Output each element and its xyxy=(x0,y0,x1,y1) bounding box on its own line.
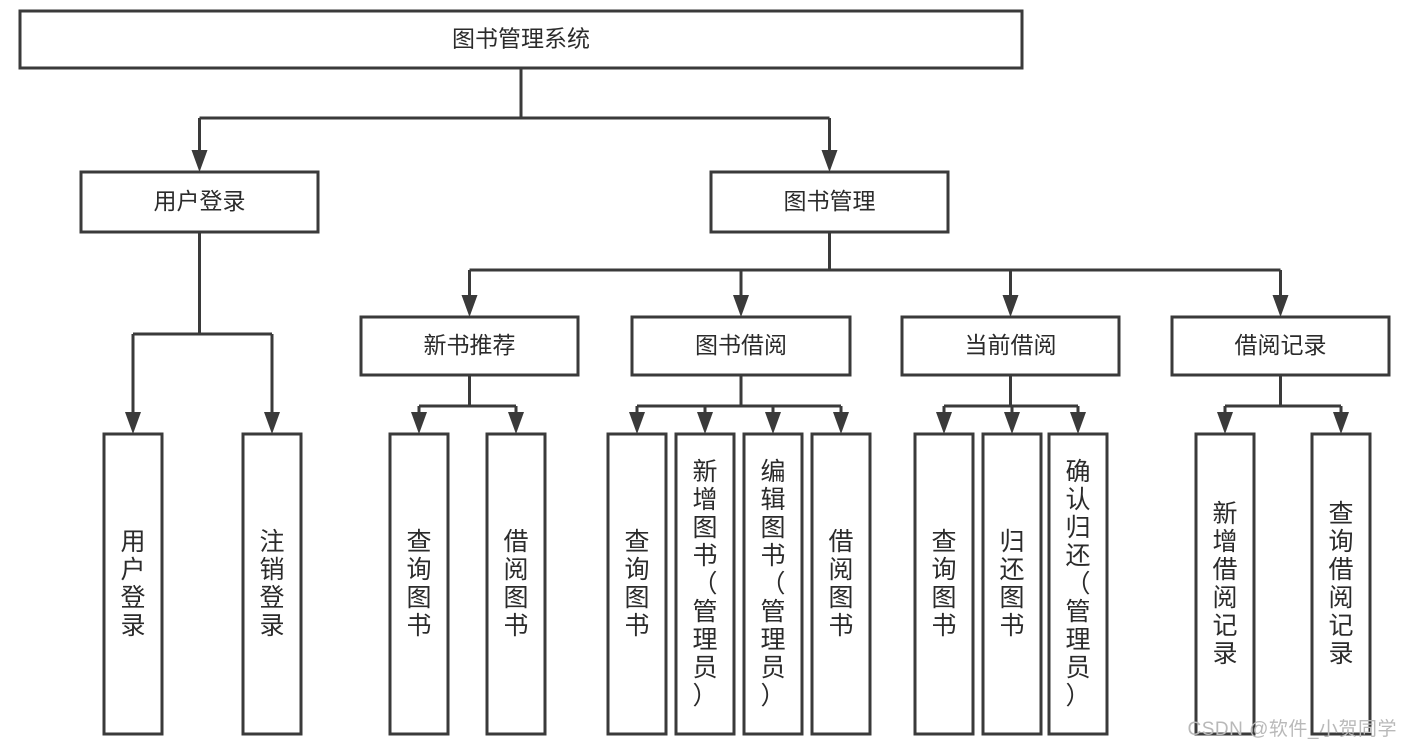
arrow-head-icon xyxy=(125,412,141,434)
node-label: 查询借阅记录 xyxy=(1328,500,1353,668)
node-current-borrow[interactable]: 当前借阅 xyxy=(900,315,1121,377)
node-label: 确认归还（管理员） xyxy=(1065,458,1090,710)
node-box[interactable] xyxy=(981,432,1043,736)
node-label: 查询图书 xyxy=(406,528,431,640)
node-box[interactable] xyxy=(388,432,450,736)
node-label: 归还图书 xyxy=(999,528,1024,640)
node-user-login[interactable]: 用户登录 xyxy=(79,170,320,234)
node-box[interactable] xyxy=(709,170,950,234)
node-leaf-query-book-2[interactable]: 查询图书 xyxy=(606,432,668,736)
node-box[interactable] xyxy=(359,315,580,377)
arrow-head-icon xyxy=(508,412,524,434)
node-leaf-return-book[interactable]: 归还图书 xyxy=(981,432,1043,736)
connector-group xyxy=(1217,375,1349,434)
connector-group xyxy=(411,375,524,434)
arrow-head-icon xyxy=(1217,412,1233,434)
arrow-head-icon xyxy=(733,295,749,317)
edges-layer xyxy=(125,68,1349,434)
node-new-book-recommend[interactable]: 新书推荐 xyxy=(359,315,580,377)
watermark-label: CSDN @软件_小贺同学 xyxy=(1187,719,1397,740)
node-box[interactable] xyxy=(900,315,1121,377)
node-leaf-edit-book[interactable]: 编辑图书（管理员） xyxy=(742,432,804,736)
node-label: 借阅记录 xyxy=(1235,332,1327,358)
connector-group xyxy=(936,375,1086,434)
node-label: 用户登录 xyxy=(154,188,246,214)
connector-group xyxy=(461,232,1289,317)
node-label: 图书借阅 xyxy=(695,332,787,358)
node-leaf-add-book[interactable]: 新增图书（管理员） xyxy=(674,432,736,736)
node-box[interactable] xyxy=(1194,432,1256,736)
arrow-head-icon xyxy=(461,295,478,317)
node-box[interactable] xyxy=(742,432,804,736)
node-book-manage[interactable]: 图书管理 xyxy=(709,170,950,234)
node-leaf-user-login[interactable]: 用户登录 xyxy=(102,432,164,736)
nodes-layer: 图书管理系统用户登录图书管理新书推荐图书借阅当前借阅借阅记录用户登录注销登录查询… xyxy=(18,9,1391,736)
node-box[interactable] xyxy=(1170,315,1391,377)
node-leaf-borrow-book-2[interactable]: 借阅图书 xyxy=(810,432,872,736)
node-box[interactable] xyxy=(810,432,872,736)
node-box[interactable] xyxy=(1310,432,1372,736)
connector-group xyxy=(629,375,849,434)
node-leaf-confirm-return[interactable]: 确认归还（管理员） xyxy=(1047,432,1109,736)
arrow-head-icon xyxy=(1070,412,1086,434)
node-leaf-add-borrow-record[interactable]: 新增借阅记录 xyxy=(1194,432,1256,736)
arrow-head-icon xyxy=(629,412,645,434)
arrow-head-icon xyxy=(1333,412,1349,434)
arrow-head-icon xyxy=(821,150,838,172)
node-book-borrow[interactable]: 图书借阅 xyxy=(630,315,852,377)
node-label: 新增借阅记录 xyxy=(1212,500,1237,668)
arrow-head-icon xyxy=(264,412,280,434)
node-label: 用户登录 xyxy=(120,528,145,640)
node-label: 借阅图书 xyxy=(503,528,528,640)
arrow-head-icon xyxy=(765,412,781,434)
node-label: 借阅图书 xyxy=(828,528,853,640)
node-borrow-record[interactable]: 借阅记录 xyxy=(1170,315,1391,377)
node-box[interactable] xyxy=(102,432,164,736)
node-root[interactable]: 图书管理系统 xyxy=(18,9,1024,70)
node-leaf-query-borrow-record[interactable]: 查询借阅记录 xyxy=(1310,432,1372,736)
arrow-head-icon xyxy=(833,412,849,434)
arrow-head-icon xyxy=(697,412,713,434)
node-label: 当前借阅 xyxy=(965,332,1057,358)
node-label: 新增图书（管理员） xyxy=(692,458,717,710)
node-label: 注销登录 xyxy=(259,528,284,640)
node-label: 查询图书 xyxy=(931,528,956,640)
arrow-head-icon xyxy=(411,412,427,434)
node-box[interactable] xyxy=(913,432,975,736)
node-leaf-query-book-3[interactable]: 查询图书 xyxy=(913,432,975,736)
node-label: 编辑图书（管理员） xyxy=(760,458,785,710)
node-label: 图书管理 xyxy=(784,188,876,214)
node-leaf-query-book-1[interactable]: 查询图书 xyxy=(388,432,450,736)
connector-group xyxy=(125,232,280,434)
node-box[interactable] xyxy=(485,432,547,736)
node-box[interactable] xyxy=(79,170,320,234)
arrow-head-icon xyxy=(1272,295,1289,317)
node-box[interactable] xyxy=(674,432,736,736)
arrow-head-icon xyxy=(1002,295,1019,317)
node-box[interactable] xyxy=(241,432,303,736)
node-box[interactable] xyxy=(630,315,852,377)
arrow-head-icon xyxy=(191,150,208,172)
node-box[interactable] xyxy=(606,432,668,736)
node-leaf-borrow-book-1[interactable]: 借阅图书 xyxy=(485,432,547,736)
node-leaf-user-logout[interactable]: 注销登录 xyxy=(241,432,303,736)
node-box[interactable] xyxy=(18,9,1024,70)
arrow-head-icon xyxy=(936,412,952,434)
node-label: 图书管理系统 xyxy=(452,26,590,52)
connector-group xyxy=(191,68,838,172)
node-label: 查询图书 xyxy=(624,528,649,640)
node-label: 新书推荐 xyxy=(424,332,516,358)
arrow-head-icon xyxy=(1004,412,1020,434)
node-box[interactable] xyxy=(1047,432,1109,736)
